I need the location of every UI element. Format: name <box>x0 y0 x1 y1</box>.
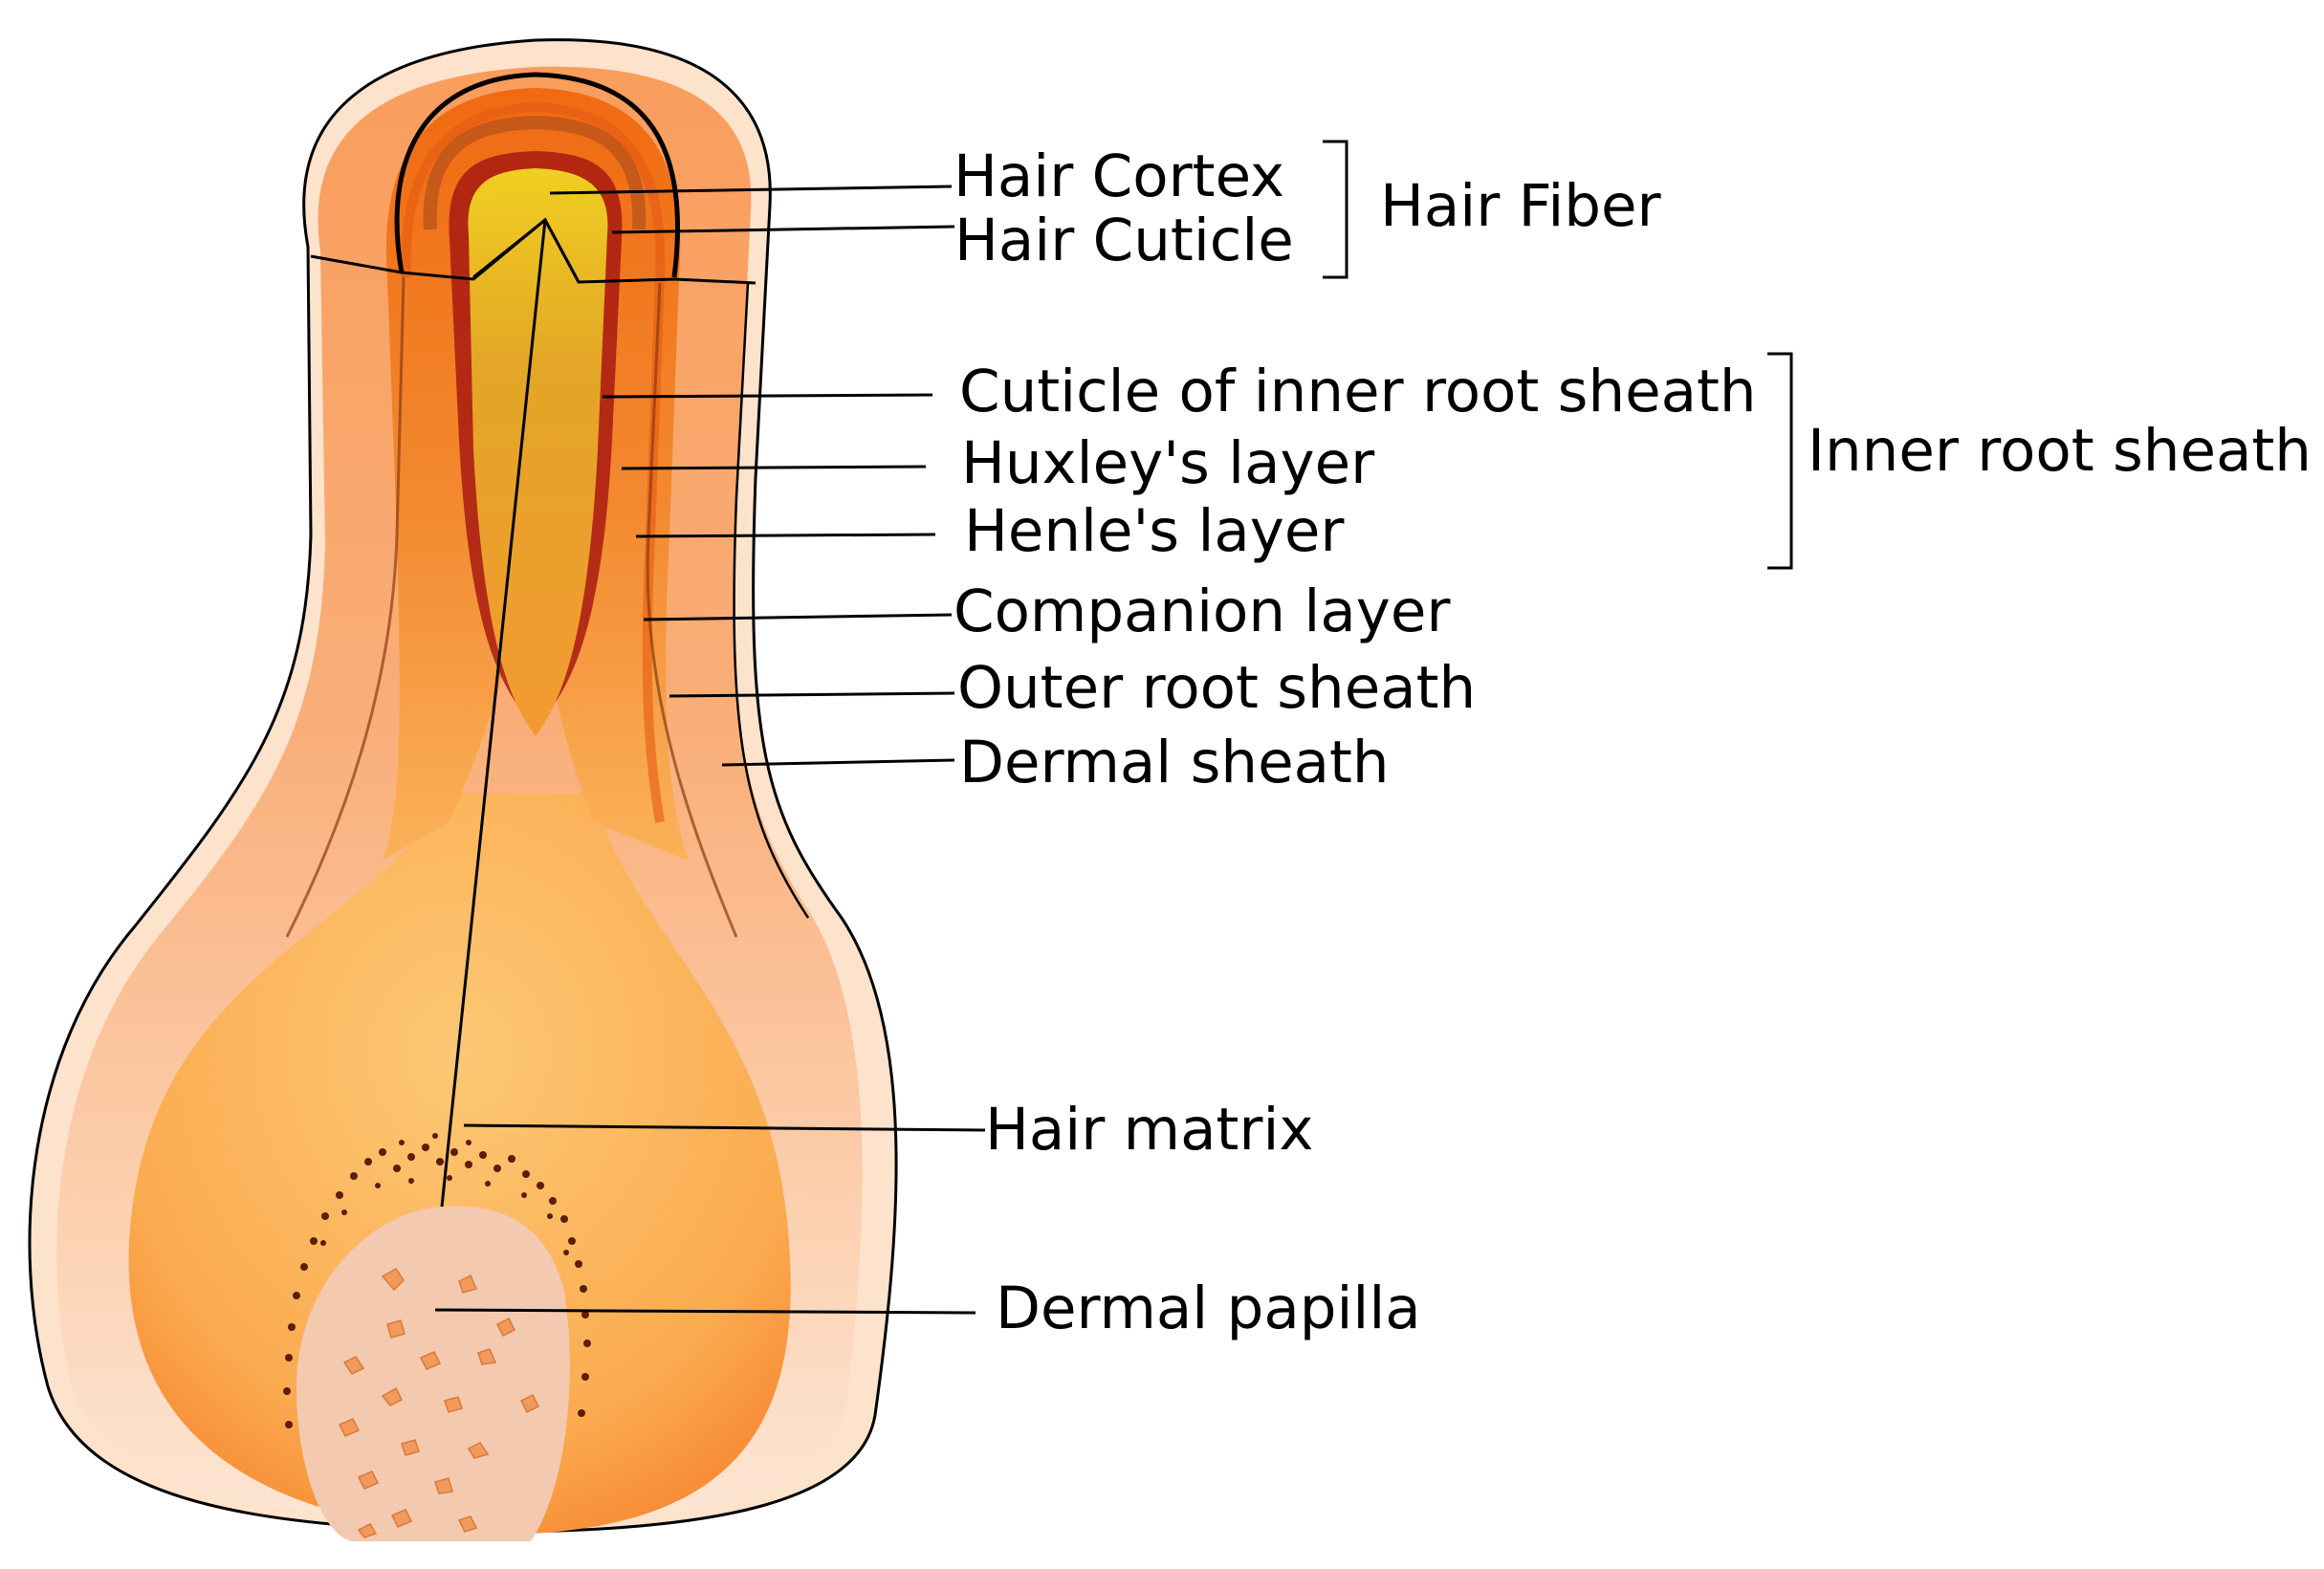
label-hair-cortex: Hair Cortex <box>954 142 1284 210</box>
papilla-cells <box>338 1268 540 1538</box>
label-companion-layer: Companion layer <box>954 577 1451 645</box>
melanin-granules <box>283 1133 591 1428</box>
hair-matrix-shape <box>128 794 791 1535</box>
label-hair-matrix: Hair matrix <box>985 1096 1314 1164</box>
brown-layer-band <box>423 115 647 230</box>
inner-root-sheath-bracket <box>1767 352 1793 570</box>
companion-layer-band <box>401 101 666 823</box>
right-outer-line <box>733 282 810 919</box>
dermal-papilla-shape <box>296 1206 570 1541</box>
label-dermal-papilla: Dermal papilla <box>996 1275 1421 1342</box>
label-dermal-sheath: Dermal sheath <box>959 729 1390 796</box>
left-companion-line <box>285 276 406 938</box>
label-hair-cuticle: Hair Cuticle <box>954 207 1294 274</box>
label-inner-root-sheath: Inner root sheath <box>1808 417 2312 485</box>
inner-sheath-cap-outline <box>394 72 681 278</box>
hair-cortex-shape <box>468 168 608 736</box>
hair-fiber-bracket <box>1323 140 1348 279</box>
label-huxley-layer: Huxley's layer <box>961 429 1375 497</box>
label-henle-layer: Henle's layer <box>964 497 1345 565</box>
right-companion-line <box>646 282 738 938</box>
leader-lines <box>434 185 986 1315</box>
hair-shaft-line <box>440 217 581 1208</box>
label-outer-root-sheath: Outer root sheath <box>957 654 1476 722</box>
label-cuticle-inner-root-sheath: Cuticle of inner root sheath <box>959 358 1757 425</box>
label-hair-fiber: Hair Fiber <box>1380 172 1662 240</box>
